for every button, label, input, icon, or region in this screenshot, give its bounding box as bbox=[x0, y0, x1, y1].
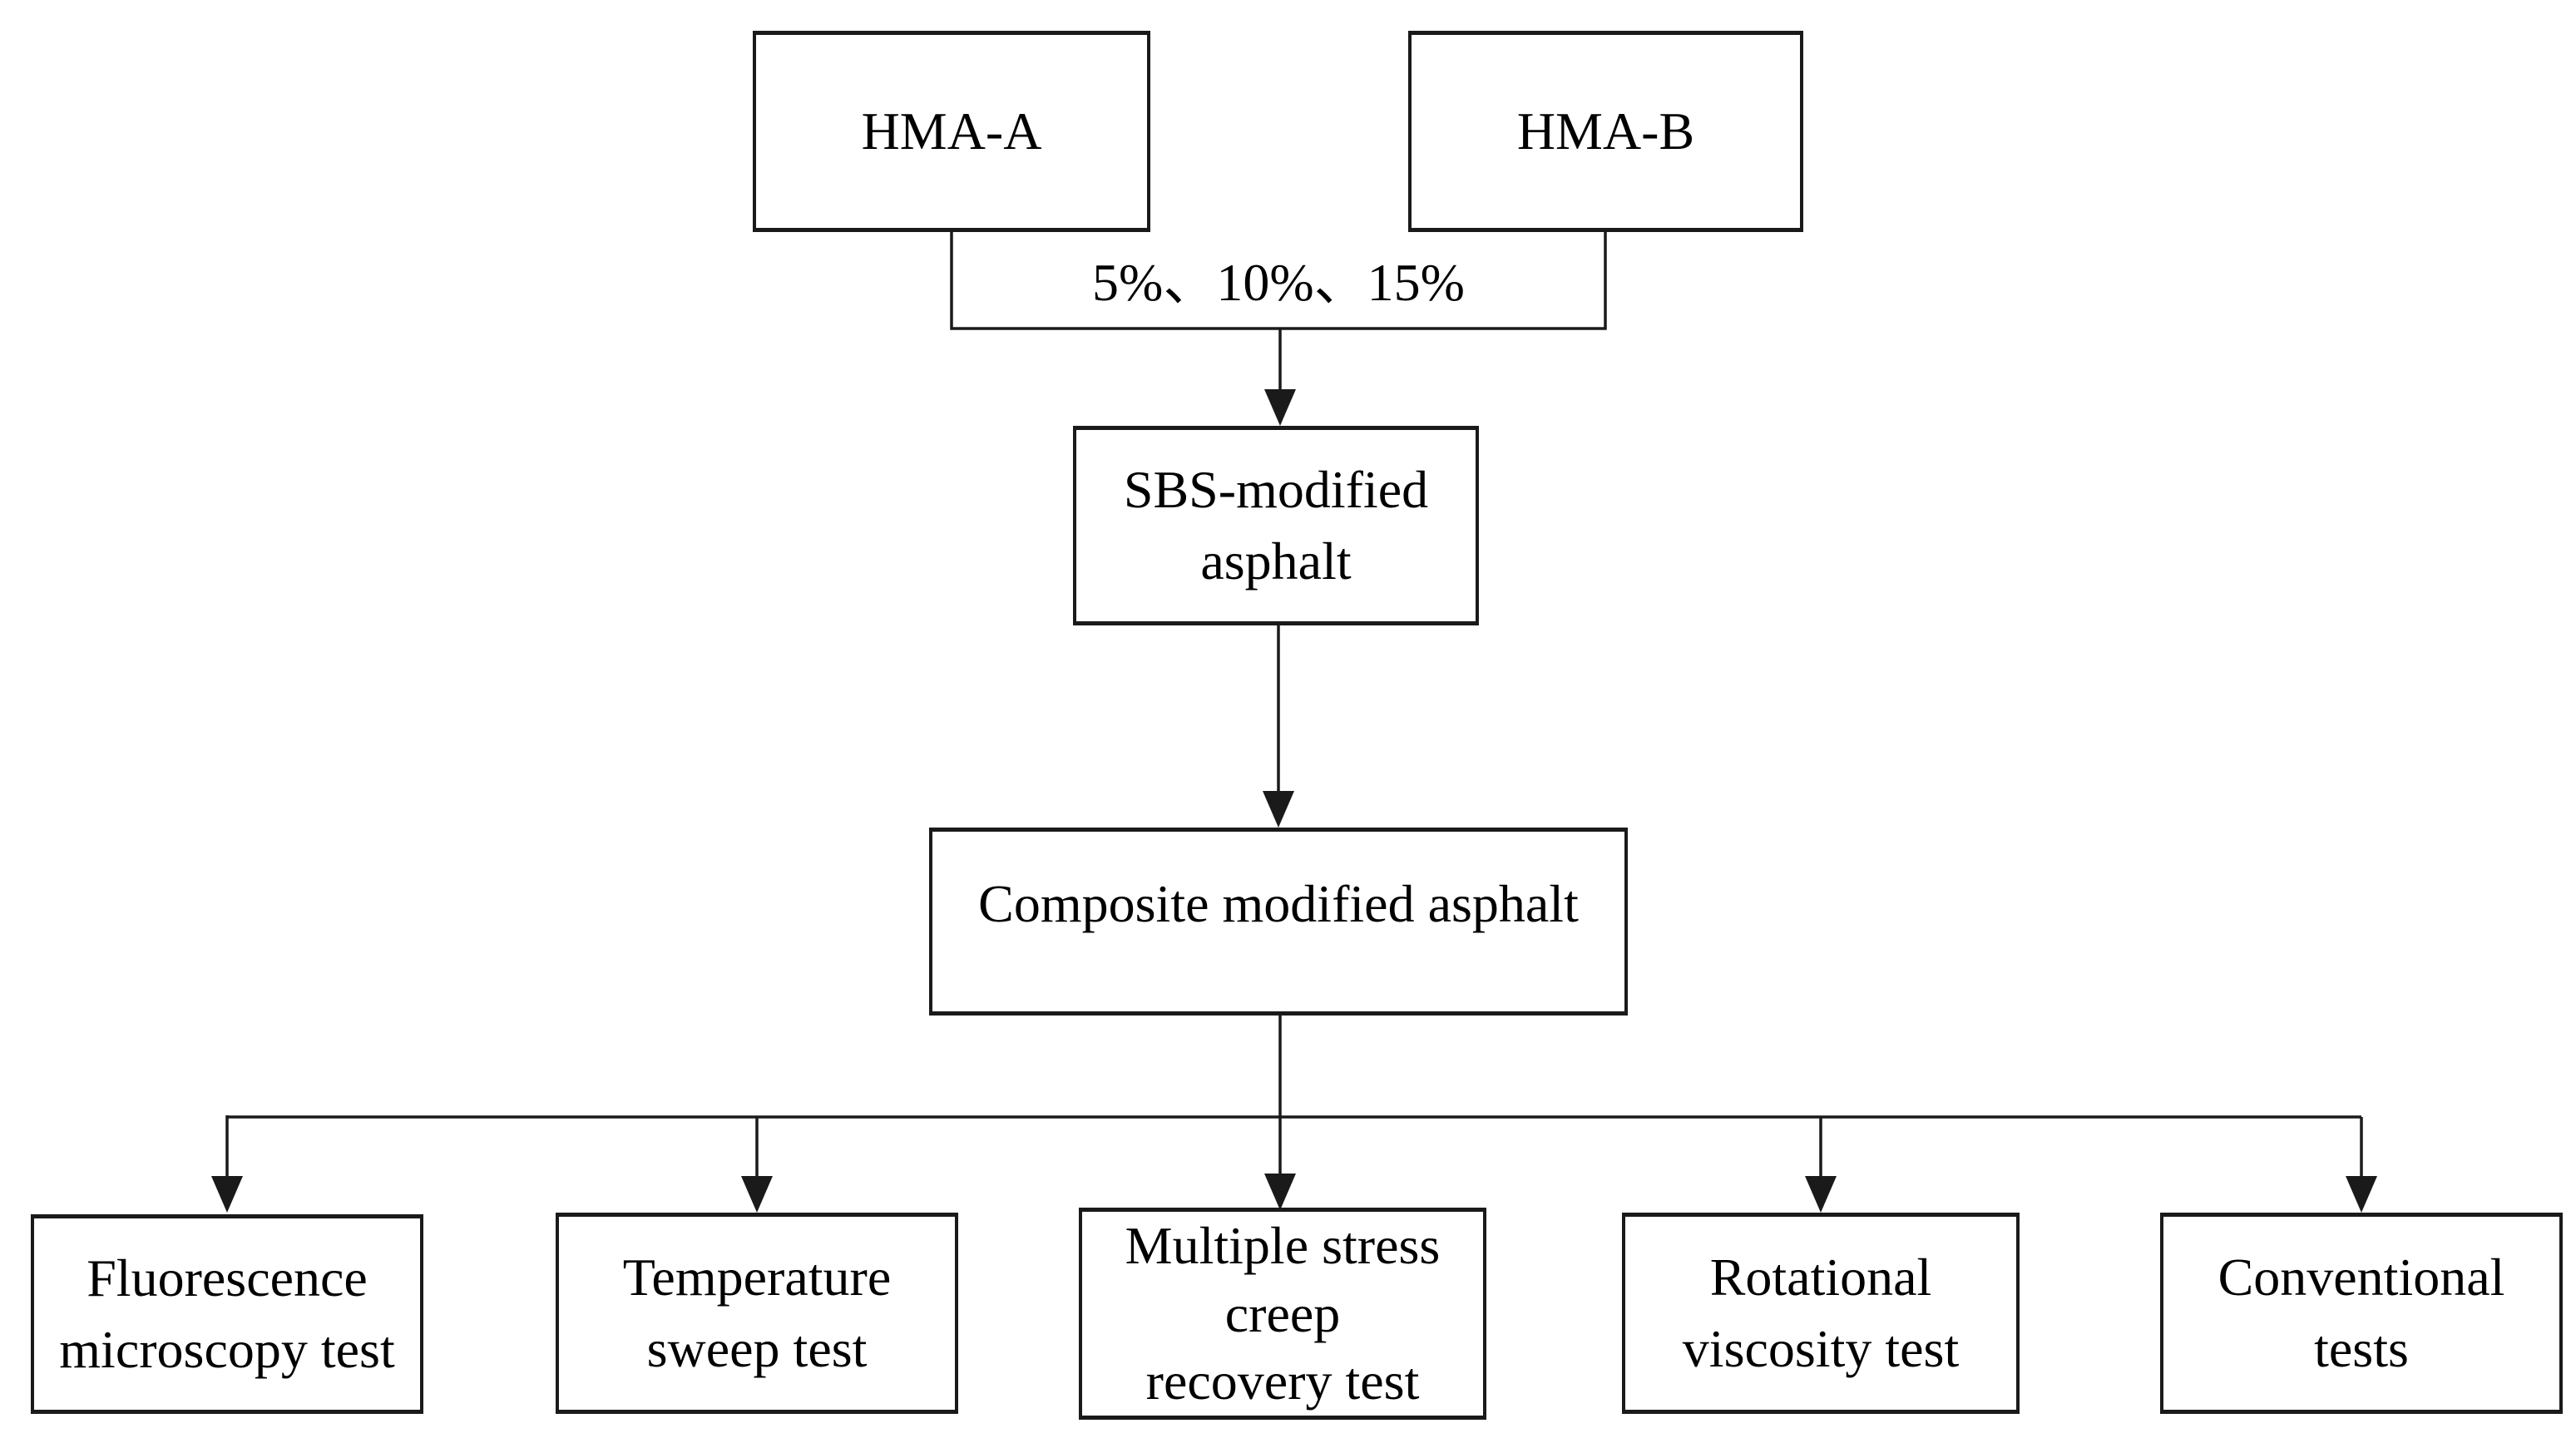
node-sbs-modified-asphalt: SBS-modified asphalt bbox=[1073, 426, 1479, 625]
node-temperature-sweep-test: Temperature sweep test bbox=[556, 1213, 958, 1414]
node-conventional-tests: Conventional tests bbox=[2160, 1213, 2563, 1414]
arrowhead-down-icon bbox=[1264, 1174, 1296, 1210]
arrowhead-down-icon bbox=[211, 1176, 243, 1213]
node-rotational-viscosity-test: Rotational viscosity test bbox=[1622, 1213, 2020, 1414]
dosage-label: 5%、10%、15% bbox=[1092, 253, 1465, 312]
node-multiple-stress-creep-recovery-test: Multiple stress creep recovery test bbox=[1079, 1208, 1486, 1420]
node-composite-modified-asphalt: Composite modified asphalt bbox=[929, 828, 1628, 1016]
arrowhead-down-icon bbox=[741, 1176, 773, 1213]
node-hma-b: HMA-B bbox=[1408, 31, 1803, 232]
node-fluorescence-microscopy-test: Fluorescence microscopy test bbox=[31, 1214, 423, 1414]
connector-hma-join bbox=[950, 232, 1607, 330]
arrowhead-down-icon bbox=[1263, 791, 1294, 828]
arrowhead-down-icon bbox=[2346, 1176, 2377, 1213]
node-hma-a: HMA-A bbox=[753, 31, 1150, 232]
arrowhead-down-icon bbox=[1264, 389, 1296, 426]
arrowhead-down-icon bbox=[1805, 1176, 1837, 1213]
